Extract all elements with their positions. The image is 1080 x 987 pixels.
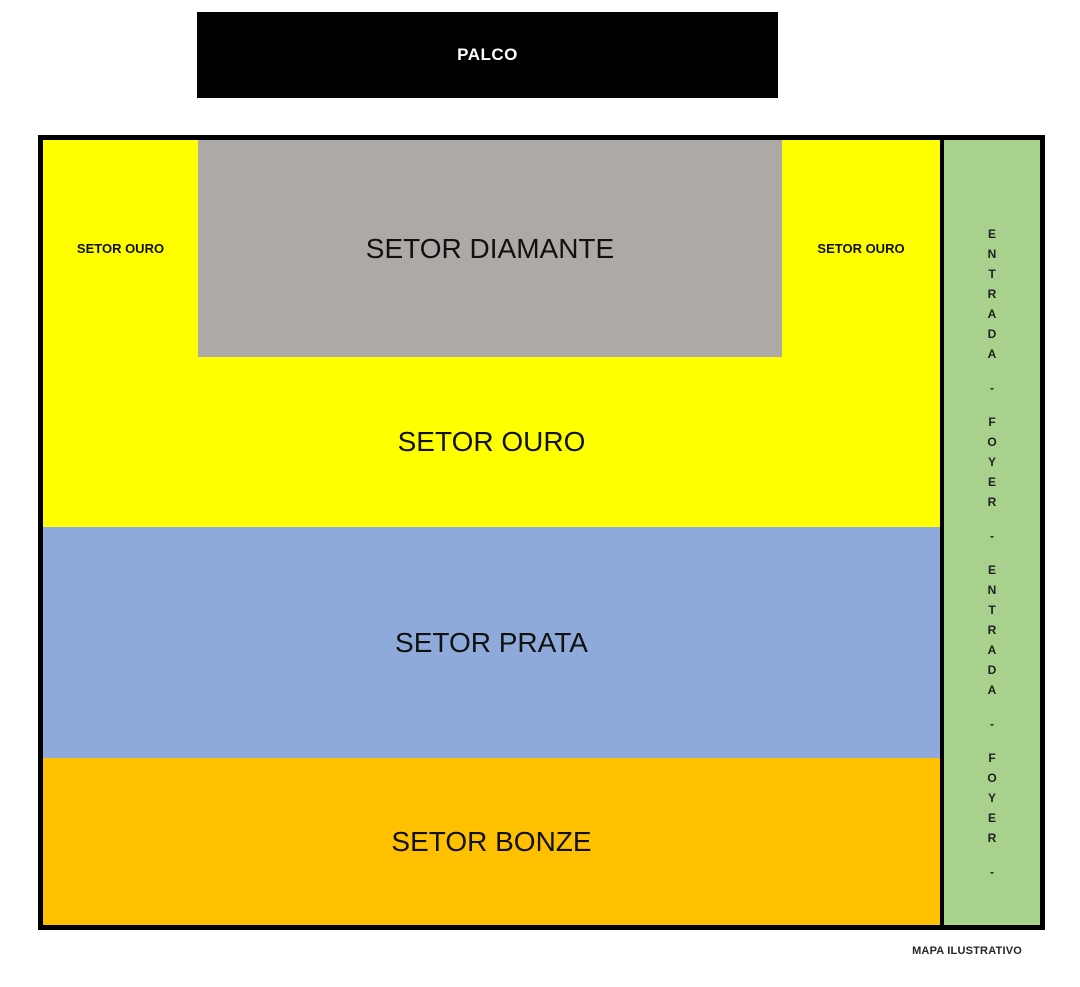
sector-diamante-label: SETOR DIAMANTE [365,232,615,264]
entrance-letter: E [987,563,996,577]
sector-diamante: SETOR DIAMANTE [198,140,782,357]
entrance-letter: E [987,227,996,241]
entrance-letter: Y [987,455,996,469]
entrance-letter: O [987,771,997,785]
sector-prata: SETOR PRATA [43,527,940,758]
entrance-letter: D [987,327,997,341]
entrance-letter: F [988,415,996,429]
sector-ouro-left-label: SETOR OURO [76,241,165,256]
sector-ouro-right: SETOR OURO [782,140,940,357]
sector-ouro-label: SETOR OURO [397,426,586,457]
entrance-letter: F [988,751,996,765]
entrance-letter: T [988,267,996,281]
sector-ouro-main: SETOR OURO [43,357,940,527]
sector-ouro-right-label: SETOR OURO [817,241,905,256]
entrance-letter: R [987,495,997,509]
sector-bonze-label: SETOR BONZE [391,825,592,857]
entrance-separator: - [990,381,994,395]
entrance-letter: N [987,583,997,597]
entrance-letter: R [987,831,997,845]
entrance-letter: D [987,663,997,677]
entrance-separator: - [990,529,994,543]
sector-prata-label: SETOR PRATA [395,626,588,658]
map-main-area: SETOR OURO SETOR DIAMANTE SETOR OURO SET… [43,140,940,925]
entrance-letter: A [987,683,997,697]
stage-block: PALCO [197,12,778,98]
entrance-letter: T [988,603,996,617]
sector-bonze: SETOR BONZE [43,758,940,925]
entrance-letter: R [987,287,997,301]
sector-ouro-left: SETOR OURO [43,140,198,357]
entrance-letter: E [987,811,996,825]
sector-ouro-region: SETOR OURO SETOR DIAMANTE SETOR OURO SET… [43,140,940,527]
entrance-letter: O [987,435,997,449]
entrance-letter: Y [987,791,996,805]
venue-map: SETOR OURO SETOR DIAMANTE SETOR OURO SET… [38,135,1045,930]
entrance-separator: - [990,717,994,731]
entrance-letter: A [987,347,997,361]
entrance-letter: E [987,475,996,489]
entrance-letter: A [987,643,997,657]
entrance-separator: - [990,865,994,879]
entrance-letter: A [987,307,997,321]
entrance-letter: N [987,247,997,261]
entrance-letter: R [987,623,997,637]
stage-label: PALCO [457,45,518,64]
map-footnote: MAPA ILUSTRATIVO [912,945,1022,957]
